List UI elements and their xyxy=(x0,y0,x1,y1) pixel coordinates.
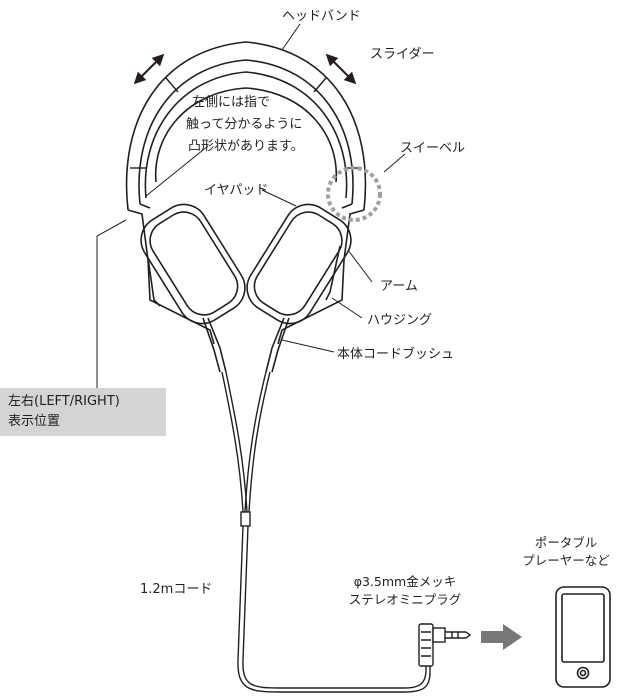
player-label-line2: プレーヤーなど xyxy=(522,553,610,568)
left-note: 左側には指で 触って分かるように 凸形状があります。 xyxy=(186,95,304,154)
earpad-label: イヤパッド xyxy=(204,183,268,198)
lr-indicator-line1: 左右(LEFT/RIGHT) xyxy=(8,394,120,409)
arm-label: アーム xyxy=(380,279,418,294)
lr-indicator-box xyxy=(0,388,166,436)
lr-indicator-line2: 表示位置 xyxy=(8,414,61,429)
slider-arrow-left xyxy=(133,53,165,85)
headband-label: ヘッドバンド xyxy=(282,9,361,24)
plug-label-line2: ステレオミニプラグ xyxy=(349,592,462,607)
left-note-line1: 左側には指で xyxy=(192,95,270,110)
cord-length-label: 1.2mコード xyxy=(140,582,212,597)
player-label-line1: ポータブル xyxy=(535,535,598,550)
right-earcup xyxy=(246,203,365,373)
portable-player xyxy=(555,586,611,688)
connect-arrow xyxy=(481,624,522,650)
swivel-label: スイーベル xyxy=(400,141,465,156)
lr-indicator-label: 左右(LEFT/RIGHT) 表示位置 xyxy=(8,392,120,432)
slider-label: スライダー xyxy=(370,47,434,62)
slider-arrow-right xyxy=(325,53,357,85)
cord xyxy=(221,371,431,693)
headband xyxy=(125,41,367,211)
housing-label: ハウジング xyxy=(367,313,432,328)
left-note-line2: 触って分かるように xyxy=(186,117,302,132)
cord-bushing-label: 本体コードブッシュ xyxy=(337,346,454,362)
plug-label: φ3.5mm金メッキ ステレオミニプラグ xyxy=(349,574,462,607)
left-note-line3: 凸形状があります。 xyxy=(188,139,304,154)
leader-lines xyxy=(96,23,406,388)
plug xyxy=(418,623,472,667)
swivel-highlight xyxy=(326,166,382,222)
left-earcup xyxy=(127,203,246,373)
plug-label-line1: φ3.5mm金メッキ xyxy=(354,574,456,589)
player-label: ポータブル プレーヤーなど xyxy=(522,535,610,568)
